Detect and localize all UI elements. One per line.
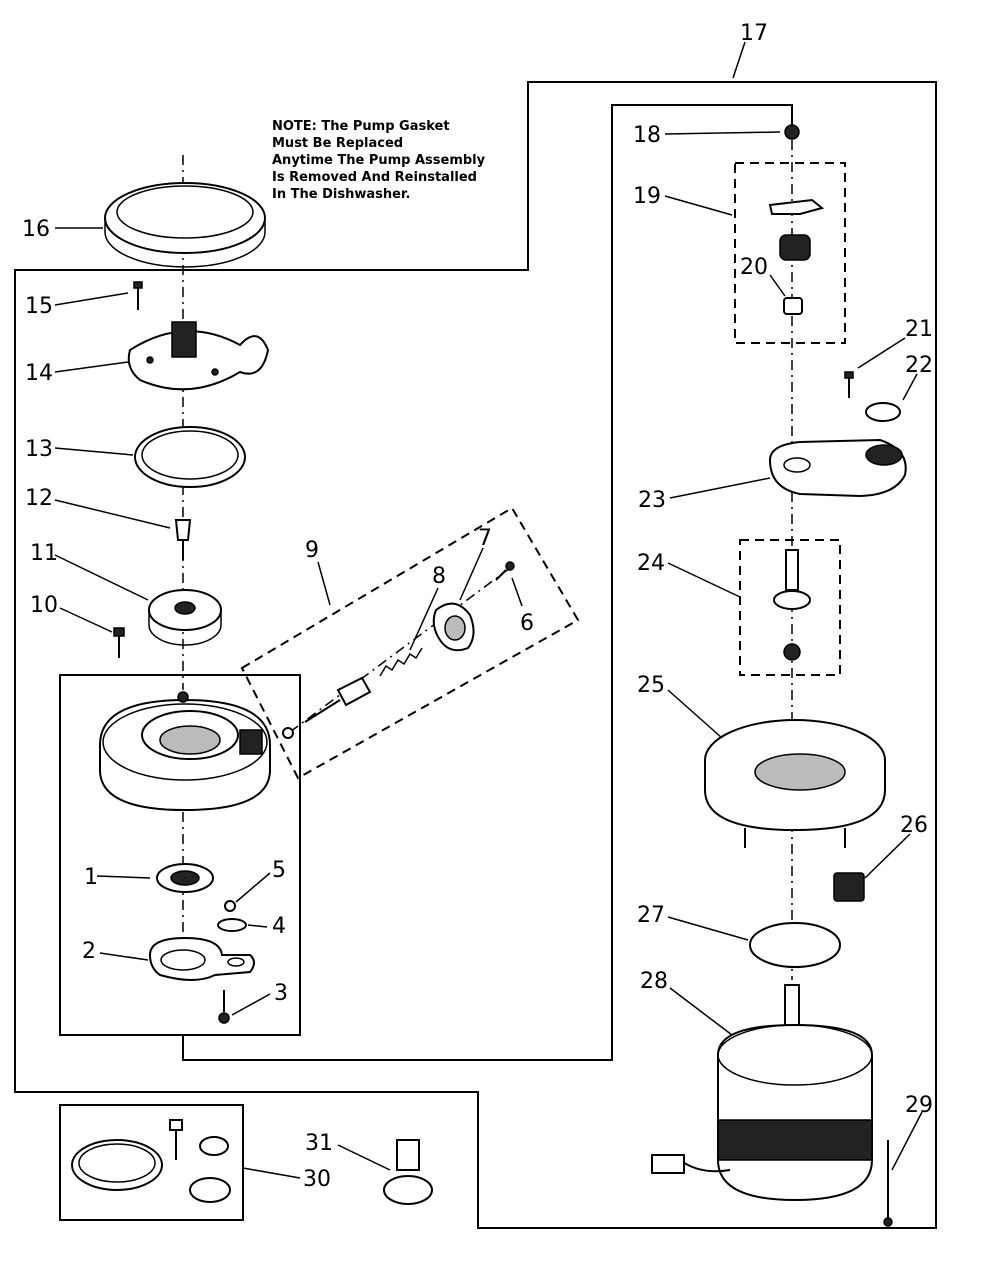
note-line-1: NOTE: The Pump Gasket — [272, 119, 450, 134]
callout-19: 19 — [633, 184, 661, 209]
callout-24: 24 — [637, 551, 665, 576]
callout-22: 22 — [905, 353, 933, 378]
callout-17: 17 — [740, 21, 768, 46]
callout-10: 10 — [30, 593, 58, 618]
callout-12: 12 — [25, 486, 53, 511]
callout-25: 25 — [637, 673, 665, 698]
part-21-screw — [844, 371, 854, 398]
part-12-impeller-bolt — [174, 519, 192, 560]
callout-15: 15 — [25, 294, 53, 319]
part-31-drain-fitting — [383, 1139, 433, 1205]
callout-numbers: 16 15 14 13 12 11 10 1 2 3 4 5 9 8 7 6 1… — [22, 21, 933, 1192]
kit-24-dashed-box — [739, 539, 841, 676]
part-10-screw — [113, 627, 125, 658]
part-11-impeller — [148, 589, 222, 646]
part-15-screw — [133, 281, 143, 310]
note-line-5: In The Dishwasher. — [272, 187, 410, 202]
part-2-pump-bracket — [148, 936, 255, 981]
inner-pump-box — [59, 674, 301, 1036]
callout-7: 7 — [478, 526, 492, 551]
leader-lines — [54, 41, 923, 1179]
pump-housing — [99, 691, 271, 812]
note-line-4: Is Removed And Reinstalled — [272, 170, 477, 185]
part-1-seal — [156, 863, 214, 893]
callout-8: 8 — [432, 564, 446, 589]
callout-26: 26 — [900, 813, 928, 838]
callout-21: 21 — [905, 317, 933, 342]
part-3-screw — [218, 990, 230, 1024]
part-20-bushing — [783, 297, 803, 315]
part-30-gasket-kit — [71, 1119, 231, 1203]
part-5-ball — [224, 900, 236, 912]
callout-13: 13 — [25, 437, 53, 462]
part-25-motor-housing — [704, 719, 886, 848]
callout-9: 9 — [305, 538, 319, 563]
callout-6: 6 — [520, 611, 534, 636]
callout-4: 4 — [272, 914, 286, 939]
pump-gasket-note: NOTE: The Pump Gasket Must Be Replaced A… — [272, 119, 486, 202]
part-24-shaft-assembly — [773, 549, 811, 661]
part-4-o-ring — [217, 918, 247, 932]
callout-27: 27 — [637, 903, 665, 928]
callout-18: 18 — [633, 123, 661, 148]
part-23-plate — [768, 438, 907, 498]
callout-5: 5 — [272, 858, 286, 883]
note-line-3: Anytime The Pump Assembly — [272, 153, 486, 168]
part-22-grommet — [865, 402, 901, 422]
callout-20: 20 — [740, 255, 768, 280]
callout-2: 2 — [82, 939, 96, 964]
part-18-plug — [784, 124, 800, 140]
callout-30: 30 — [303, 1167, 331, 1192]
callout-28: 28 — [640, 969, 668, 994]
callout-14: 14 — [25, 361, 53, 386]
callout-31: 31 — [305, 1131, 333, 1156]
callout-11: 11 — [30, 541, 58, 566]
part-19-kit — [768, 198, 825, 261]
kit-30-box — [59, 1104, 244, 1221]
part-26-clip — [833, 872, 865, 902]
callout-29: 29 — [905, 1093, 933, 1118]
kit-19-dashed-box — [734, 162, 846, 344]
callout-16: 16 — [22, 217, 50, 242]
callout-1: 1 — [84, 865, 98, 890]
part-28-motor — [651, 984, 873, 1202]
part-16-pump-gasket — [104, 182, 266, 268]
part-8-valve-spring-assembly — [282, 647, 423, 739]
part-13-seal-ring — [134, 426, 246, 488]
part-14-pump-cover — [127, 321, 270, 391]
kit-9-dashed-box — [240, 506, 580, 780]
part-27-disc — [749, 922, 841, 968]
part-29-screw — [883, 1140, 893, 1227]
part-6-screw — [495, 561, 515, 581]
part-7-valve-cover — [432, 602, 475, 652]
valve-axis — [289, 567, 511, 733]
note-line-2: Must Be Replaced — [272, 136, 403, 151]
callout-3: 3 — [274, 981, 288, 1006]
connecting-bracket — [182, 104, 793, 1061]
callout-23: 23 — [638, 488, 666, 513]
